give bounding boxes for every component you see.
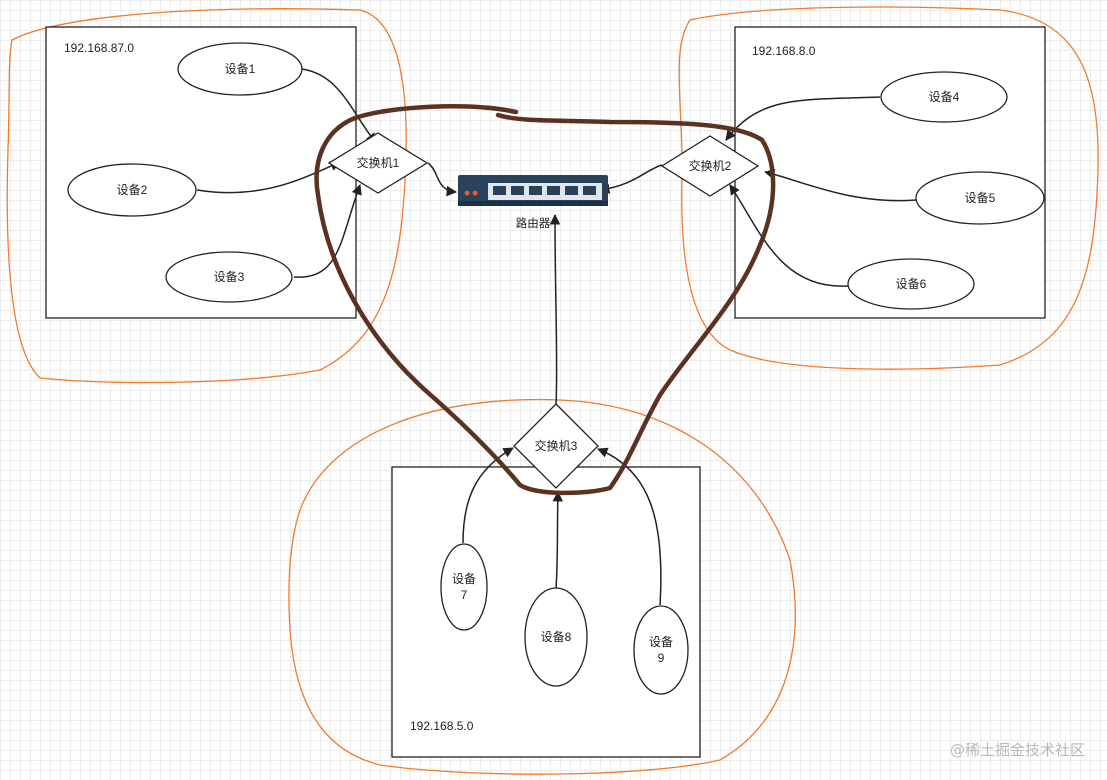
device-label-line2: 9 [658, 651, 665, 665]
edge-switch3-router [549, 213, 561, 406]
device-6: 设备6 [847, 258, 975, 310]
edge-device1-switch1 [301, 68, 377, 144]
edge-device5-switch2 [763, 168, 917, 202]
edge-device4-switch2 [725, 96, 881, 141]
device-label: 设备1 [225, 62, 256, 76]
switch-1: 交换机1 [327, 132, 429, 194]
device-ellipse [440, 543, 488, 631]
subnet-label-bottom: 192.168.5.0 [410, 719, 474, 733]
edge-switch1-router [427, 162, 458, 197]
device-7: 设备 7 [440, 543, 488, 631]
edge-device6-switch2 [729, 184, 849, 287]
device-label: 设备3 [214, 270, 245, 284]
device-label: 设备6 [896, 277, 927, 291]
device-label: 设备5 [965, 191, 996, 205]
router-label: 路由器 [516, 216, 551, 230]
device-9: 设备 9 [633, 605, 689, 695]
switch-3: 交换机3 [513, 403, 599, 489]
subnet-label-top-left: 192.168.87.0 [64, 41, 134, 55]
device-label: 设备4 [929, 90, 960, 104]
edge-device7-switch3 [462, 447, 514, 544]
switch-label: 交换机2 [689, 158, 732, 173]
edge-device8-switch3 [552, 490, 564, 589]
device-1: 设备1 [177, 42, 303, 96]
device-ellipse [165, 251, 293, 303]
brown-loop-annotation [314, 104, 776, 496]
device-ellipse [633, 605, 689, 695]
device-label: 设备8 [541, 630, 572, 644]
orange-outline-bottom [288, 398, 796, 775]
device-4: 设备4 [880, 71, 1008, 123]
device-ellipse [67, 163, 197, 217]
switch-label: 交换机1 [357, 155, 400, 170]
device-ellipse [847, 258, 975, 310]
edge-switch2-router [598, 164, 663, 194]
device-label-line2: 7 [461, 588, 468, 602]
edge-device9-switch3 [597, 447, 662, 606]
device-ellipse [915, 171, 1045, 225]
device-ellipse [880, 71, 1008, 123]
edge-device3-switch1 [293, 184, 362, 278]
edge-device2-switch1 [196, 161, 341, 194]
switch-diamond [513, 403, 599, 489]
router: 路由器 [458, 175, 608, 230]
device-5: 设备5 [915, 171, 1045, 225]
switch-2: 交换机2 [660, 135, 760, 197]
switch-diamond [327, 132, 429, 194]
device-2: 设备2 [67, 163, 197, 217]
orange-outline-top-left [6, 8, 407, 384]
switch-diamond [660, 135, 760, 197]
watermark: @稀土掘金技术社区 [949, 741, 1085, 759]
router-icon [458, 175, 608, 206]
device-8: 设备8 [524, 587, 588, 687]
switch-label: 交换机3 [535, 438, 578, 453]
device-3: 设备3 [165, 251, 293, 303]
device-ellipse [177, 42, 303, 96]
orange-outline-top-right [678, 6, 1099, 370]
device-label: 设备2 [117, 183, 148, 197]
device-ellipse [524, 587, 588, 687]
device-label: 设备 [452, 572, 476, 586]
device-label: 设备 [649, 635, 673, 649]
subnet-label-top-right: 192.168.8.0 [752, 44, 816, 58]
